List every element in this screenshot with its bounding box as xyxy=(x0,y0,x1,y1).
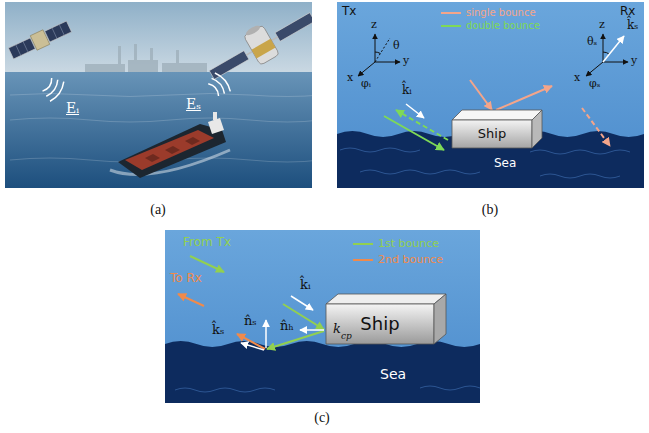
axis-name: y xyxy=(403,55,409,68)
region-name: Sea xyxy=(494,157,516,171)
legend-item: double bounce xyxy=(440,20,540,32)
legend-item: single bounce xyxy=(440,7,536,19)
skyline xyxy=(85,44,207,72)
satellite-left xyxy=(8,19,73,61)
to-rx-arrow xyxy=(178,294,204,306)
scene-photo xyxy=(5,2,312,188)
legend-stroke xyxy=(441,25,461,27)
vector-symbol: n̂ₛ xyxy=(244,314,257,329)
ship-side xyxy=(532,110,542,148)
field-symbol: Eₛ xyxy=(186,96,201,112)
panel-c-scene xyxy=(165,230,480,403)
ship-box: Ship xyxy=(452,110,542,148)
angle-symbol: θₛ xyxy=(587,36,597,49)
legend-line xyxy=(352,239,374,249)
ship-top xyxy=(452,110,542,120)
region-name: Sea xyxy=(380,366,406,382)
legend-stroke xyxy=(441,12,461,14)
antenna-name: Tx xyxy=(342,5,356,19)
vector-symbol: k̂ₛ xyxy=(212,323,224,338)
ship-side xyxy=(434,294,446,344)
legend-line xyxy=(440,21,462,31)
ship-front xyxy=(326,304,434,344)
panel-b-scene xyxy=(337,2,644,188)
axis-name: y xyxy=(631,55,637,68)
angle-symbol: φᵢ xyxy=(361,78,371,91)
axis-name: z xyxy=(371,19,377,32)
sea-waves xyxy=(175,386,480,392)
sea-normal xyxy=(265,320,267,348)
satellite-right xyxy=(201,2,312,89)
ship-front xyxy=(452,120,532,148)
scatter-vector xyxy=(603,36,624,62)
from-tx-arrow xyxy=(190,256,224,272)
vector-symbol: k̂ᵢ xyxy=(300,278,311,293)
panel-caption: (b) xyxy=(482,202,498,218)
axis-name: x xyxy=(347,72,353,85)
axis-name: z xyxy=(599,19,605,32)
incident-wave xyxy=(40,75,66,103)
direction-note: To Rx xyxy=(170,272,202,286)
legend-stroke xyxy=(353,243,373,245)
angle-symbol: θ xyxy=(393,40,400,53)
wavenumber-subscript: cp xyxy=(341,331,352,341)
ship-label: Ship xyxy=(478,127,506,142)
incident-vector xyxy=(291,296,313,310)
vector-symbol: k̂ᵢ xyxy=(402,84,412,98)
tx-axes xyxy=(358,34,400,76)
axis-name: x xyxy=(574,72,580,85)
first-bounce-reflected xyxy=(267,331,324,349)
legend-item: 2nd bounce xyxy=(352,254,443,267)
incident-vector xyxy=(406,104,424,118)
legend-text: 2nd bounce xyxy=(378,254,443,267)
cargo-ship xyxy=(110,112,230,178)
sea-surface xyxy=(165,341,480,403)
legend-line xyxy=(352,255,374,265)
scattered-wave xyxy=(206,71,233,99)
legend-line xyxy=(440,8,462,18)
scatter-vector xyxy=(241,343,264,350)
double-bounce-rays xyxy=(384,110,448,150)
wavenumber-symbol: k xyxy=(333,322,341,337)
panel-caption: (c) xyxy=(314,410,330,426)
hull-normal xyxy=(300,329,324,331)
second-bounce-ray xyxy=(237,334,265,349)
rx-axes xyxy=(586,34,628,76)
legend-stroke xyxy=(353,259,373,261)
legend-item: 1st bounce xyxy=(352,238,439,251)
sea-waves xyxy=(340,148,630,178)
legend-text: 1st bounce xyxy=(378,238,439,251)
panel-caption: (a) xyxy=(150,202,166,218)
direction-note: From Tx xyxy=(183,236,231,250)
vector-symbol: n̂ₕ xyxy=(280,319,294,334)
vector-symbol: k̂ₛ xyxy=(627,19,638,33)
ship-top xyxy=(326,294,446,304)
antenna-name: Rx xyxy=(620,5,635,19)
legend-text: single bounce xyxy=(466,7,536,19)
field-symbol: Eᵢ xyxy=(66,100,79,116)
ship-label: Ship xyxy=(360,314,399,335)
angle-symbol: φₛ xyxy=(589,78,600,91)
legend-text: double bounce xyxy=(466,20,540,32)
